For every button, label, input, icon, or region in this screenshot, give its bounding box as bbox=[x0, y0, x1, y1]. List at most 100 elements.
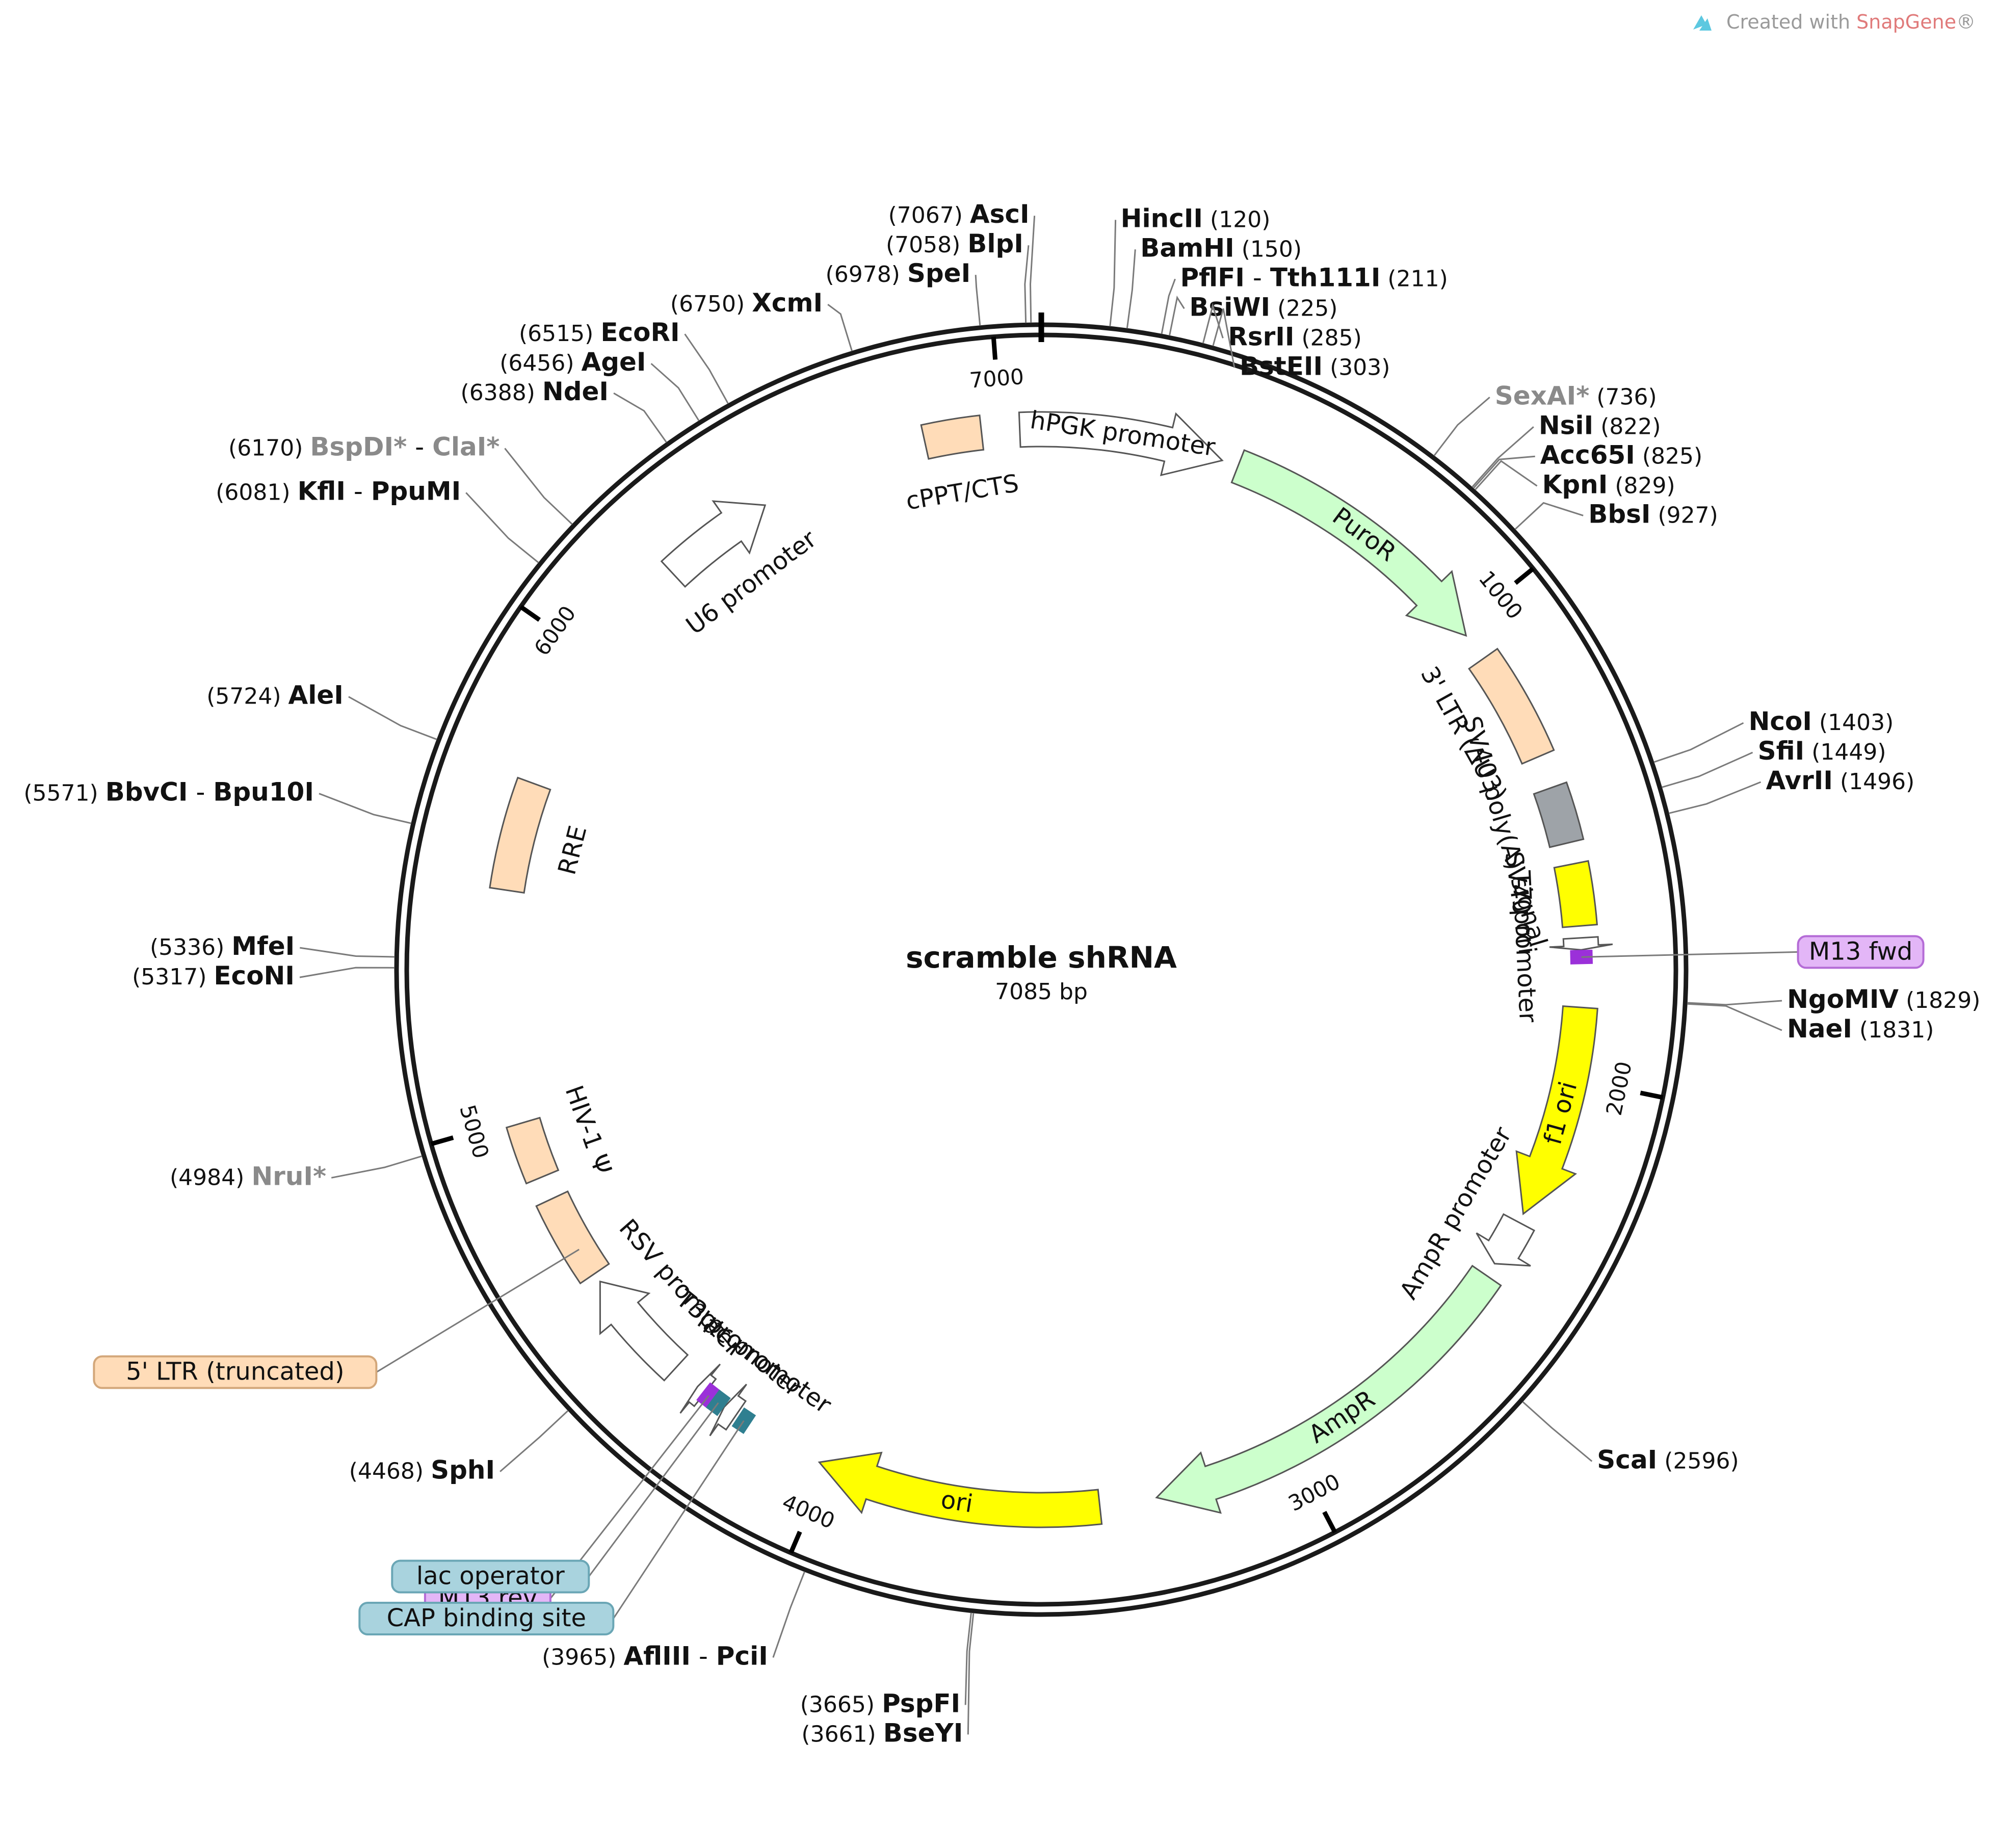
enzyme-name: AscI bbox=[970, 199, 1030, 229]
enzyme-gap bbox=[1812, 710, 1819, 736]
enzyme-position: (822) bbox=[1600, 413, 1661, 439]
enzyme-leader-line bbox=[1522, 1401, 1593, 1462]
feature-puror bbox=[1230, 449, 1467, 637]
enzyme-bsteii: BstEII (303) bbox=[1240, 351, 1390, 381]
enzyme-position: (1449) bbox=[1811, 739, 1886, 765]
feature-sv40-ori bbox=[1553, 860, 1598, 928]
enzyme-blpi: (7058) BlpI bbox=[886, 229, 1023, 258]
enzyme-gap bbox=[1608, 473, 1615, 499]
badge-5-ltr-truncated bbox=[93, 1355, 378, 1389]
enzyme-gap bbox=[1899, 987, 1906, 1013]
snapgene-watermark: Created with SnapGene® bbox=[1693, 11, 1976, 33]
feature-ampr bbox=[1155, 1264, 1502, 1514]
watermark-prefix: Created with bbox=[1726, 11, 1856, 33]
enzyme-bbvci-bpu10i: (5571) BbvCI - Bpu10I bbox=[23, 777, 314, 807]
enzyme-rsrii: RsrII (285) bbox=[1228, 322, 1361, 351]
enzyme-gap bbox=[1650, 502, 1658, 528]
enzyme-leader-line bbox=[1473, 455, 1535, 489]
feature-t7-promoter bbox=[1549, 936, 1613, 951]
badge-cap-binding-site bbox=[358, 1602, 615, 1636]
enzyme-ecori: (6515) EcoRI bbox=[519, 318, 680, 347]
enzyme-name: EcoRI bbox=[600, 318, 679, 347]
enzyme-leader-line bbox=[1653, 722, 1744, 763]
watermark-suffix: ® bbox=[1956, 11, 1976, 33]
enzyme-gap bbox=[1323, 354, 1330, 380]
feature-label: RRE bbox=[553, 823, 592, 878]
enzyme-acc65i: Acc65I (825) bbox=[1540, 440, 1703, 470]
enzyme-gap bbox=[98, 780, 106, 806]
badge-leader-line bbox=[613, 1420, 745, 1619]
enzyme-position: (6170) bbox=[228, 435, 303, 461]
enzyme-name: BstEII bbox=[1240, 351, 1323, 381]
enzyme-gap bbox=[1657, 1448, 1664, 1474]
enzyme-mfei: (5336) MfeI bbox=[150, 931, 295, 961]
enzyme-name: BlpI bbox=[967, 229, 1023, 258]
badge-label: 5' LTR (truncated) bbox=[126, 1358, 345, 1386]
enzyme-scai: ScaI (2596) bbox=[1597, 1445, 1739, 1475]
enzyme-position: (6978) bbox=[826, 262, 900, 288]
enzyme-gap bbox=[281, 684, 288, 710]
enzyme-leader-line bbox=[300, 947, 395, 958]
enzyme-name: NdeI bbox=[542, 377, 609, 406]
enzyme-gap bbox=[424, 1459, 431, 1485]
enzyme-econi: (5317) EcoNI bbox=[132, 961, 295, 991]
enzyme-gap bbox=[1635, 443, 1642, 469]
enzyme-leader-line bbox=[827, 303, 853, 352]
enzyme-name: XcmI bbox=[752, 288, 823, 318]
enzyme-nrui: (4984) NruI* bbox=[170, 1161, 326, 1191]
enzyme-leader-line bbox=[1687, 1003, 1782, 1031]
enzyme-gap bbox=[1852, 1017, 1859, 1043]
enzyme-leader-line bbox=[1161, 278, 1176, 334]
enzyme-leader-line bbox=[1471, 426, 1534, 488]
enzyme-position: (7058) bbox=[886, 232, 960, 258]
enzyme-name: Bpu10I bbox=[213, 777, 314, 807]
enzyme-gap bbox=[1203, 206, 1210, 232]
enzyme-name: NruI* bbox=[251, 1161, 326, 1191]
enzyme-leader-line bbox=[967, 1612, 975, 1735]
enzyme-position: (211) bbox=[1387, 266, 1448, 292]
enzyme-name: SfiI bbox=[1758, 736, 1805, 766]
enzyme-position: (225) bbox=[1277, 295, 1337, 321]
tick-label: 4000 bbox=[779, 1489, 839, 1533]
enzyme-separator: - bbox=[1245, 263, 1270, 292]
enzyme-gap bbox=[960, 232, 967, 258]
enzyme-leader-line bbox=[504, 448, 573, 525]
enzyme-ndei: (6388) NdeI bbox=[461, 377, 609, 406]
enzyme-position: (303) bbox=[1330, 354, 1390, 380]
enzyme-name: AvrII bbox=[1766, 766, 1833, 795]
enzyme-leader-line bbox=[772, 1571, 805, 1658]
enzyme-position: (2596) bbox=[1664, 1448, 1739, 1474]
badge-leader-line bbox=[588, 1402, 719, 1577]
enzyme-naei: NaeI (1831) bbox=[1787, 1014, 1934, 1044]
enzyme-bamhi: BamHI (150) bbox=[1140, 233, 1302, 263]
feature-t3-promoter bbox=[679, 1363, 721, 1414]
snapgene-logo-icon bbox=[1693, 15, 1712, 31]
enzyme-position: (6456) bbox=[499, 350, 574, 376]
tick-mark bbox=[430, 1135, 454, 1147]
enzyme-leader-line bbox=[1109, 220, 1117, 327]
enzyme-name: NgoMIV bbox=[1787, 984, 1899, 1014]
enzyme-leader-line bbox=[1169, 295, 1185, 336]
enzyme-ngomiv: NgoMIV (1829) bbox=[1787, 984, 1980, 1014]
enzyme-name: KpnI bbox=[1542, 470, 1608, 499]
enzyme-xcmi: (6750) XcmI bbox=[670, 288, 823, 318]
feature-3-ltr-u3 bbox=[1468, 647, 1555, 765]
enzyme-bsiwi: BsiWI (225) bbox=[1189, 292, 1337, 322]
enzyme-leader-line bbox=[684, 333, 729, 404]
feature-ampr-promoter bbox=[1476, 1213, 1536, 1267]
enzyme-position: (6388) bbox=[461, 380, 535, 406]
feature-u6-promoter bbox=[660, 500, 767, 588]
enzyme-gap bbox=[616, 1644, 623, 1670]
enzyme-leader-line bbox=[348, 696, 437, 740]
enzyme-position: (5336) bbox=[150, 934, 224, 960]
tick-label: 5000 bbox=[455, 1102, 493, 1161]
enzyme-leader-line bbox=[1662, 751, 1753, 788]
enzyme-position: (120) bbox=[1210, 206, 1270, 232]
enzyme-gap bbox=[875, 1691, 882, 1717]
enzyme-position: (1831) bbox=[1859, 1017, 1934, 1043]
enzyme-leader-line bbox=[1433, 397, 1490, 456]
enzyme-agei: (6456) AgeI bbox=[499, 347, 646, 377]
enzyme-gap bbox=[206, 964, 214, 990]
feature-hiv-1 bbox=[505, 1116, 560, 1185]
